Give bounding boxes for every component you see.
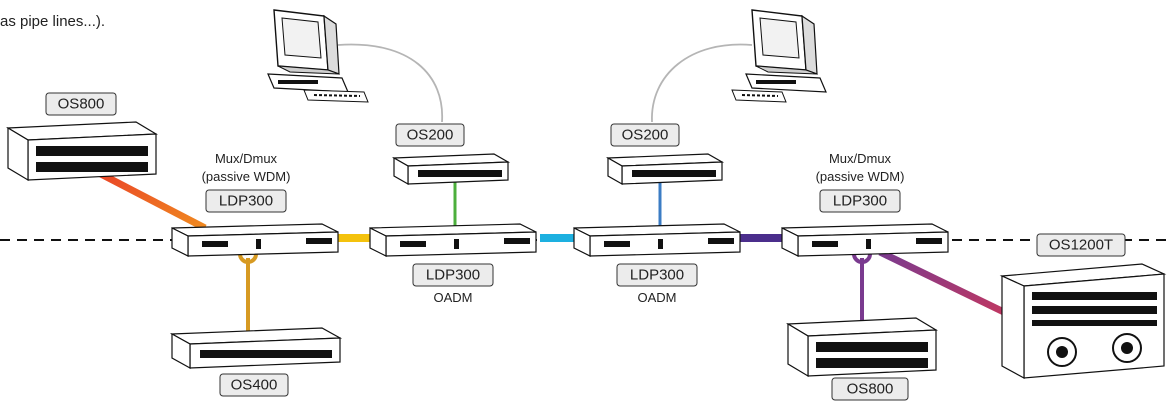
oadm-left-label: LDP300 <box>426 267 480 284</box>
mux-right-title: Mux/Dmux <box>829 151 892 166</box>
intro-text: as pipe lines...). <box>0 13 105 30</box>
os800-top-label: OS800 <box>58 96 105 113</box>
pc-cable-left <box>337 43 443 123</box>
rack-switch-icon <box>169 327 343 370</box>
os800-bottom-label-box <box>831 377 909 401</box>
ldp300-unit-icon <box>369 223 537 257</box>
link-os800-bottom-loop <box>852 253 872 264</box>
rack-switch-icon <box>5 121 159 182</box>
oadm-right-label-box <box>616 263 698 287</box>
os800-top-label-box <box>45 92 117 116</box>
desktop-computer-icon <box>267 9 369 103</box>
os800-bottom-label: OS800 <box>847 381 894 398</box>
oadm-left-label-box <box>412 263 494 287</box>
link-os1200t <box>878 248 1012 319</box>
mux-right-subtitle: (passive WDM) <box>816 169 905 184</box>
rack-switch-icon <box>605 153 725 186</box>
oadm-right-label: LDP300 <box>630 267 684 284</box>
pc-cable-right <box>651 43 753 123</box>
ldp300-unit-icon <box>573 223 741 257</box>
os200-left-label: OS200 <box>407 127 454 144</box>
mux-left-subtitle: (passive WDM) <box>202 169 291 184</box>
mux-right-label: LDP300 <box>833 193 887 210</box>
os1200t-label: OS1200T <box>1049 237 1113 254</box>
desktop-computer-icon <box>731 9 827 103</box>
os200-left-label-box <box>395 123 465 147</box>
mux-left-label-box <box>205 189 287 213</box>
link-os400-loop <box>238 253 258 264</box>
os1200t-chassis-icon <box>999 263 1167 380</box>
mux-left-label: LDP300 <box>219 193 273 210</box>
ldp300-unit-icon <box>781 223 949 257</box>
rack-switch-icon <box>785 317 939 378</box>
os400-label-box <box>219 373 289 397</box>
os1200t-label-box <box>1036 233 1126 257</box>
os200-right-label: OS200 <box>622 127 669 144</box>
oadm-right-subtitle: OADM <box>638 290 677 305</box>
oadm-left-subtitle: OADM <box>434 290 473 305</box>
os400-label: OS400 <box>231 377 278 394</box>
mux-right-label-box <box>819 189 901 213</box>
rack-switch-icon <box>391 153 511 186</box>
ldp300-unit-icon <box>171 223 339 257</box>
mux-left-title: Mux/Dmux <box>215 151 278 166</box>
os200-right-label-box <box>610 123 680 147</box>
